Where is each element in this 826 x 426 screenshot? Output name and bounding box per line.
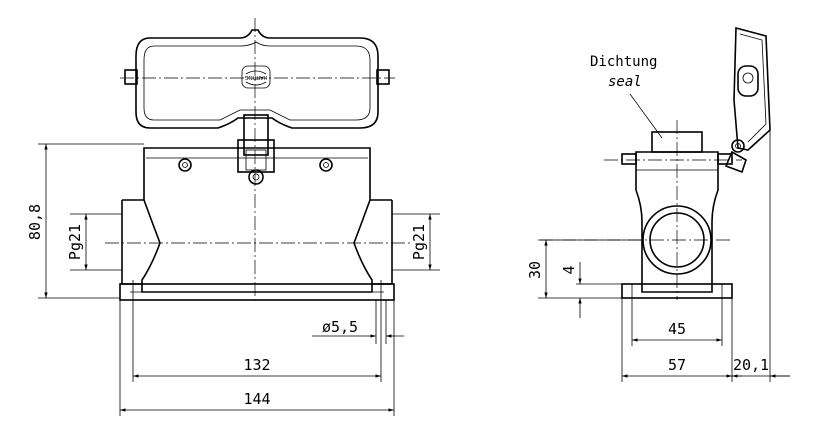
side-base-dim: 57 — [621, 298, 733, 382]
height-label: 80,8 — [26, 204, 44, 240]
flange-dim: 4 — [560, 262, 622, 318]
axis-height-dim: 30 — [526, 239, 642, 299]
side-lid — [724, 26, 771, 174]
length-label: 144 — [243, 390, 270, 408]
side-spacing-label: 45 — [668, 320, 686, 338]
gland-left-label: Pg21 — [66, 224, 84, 260]
height-dim: 80,8 — [26, 143, 144, 299]
flange-label: 4 — [560, 265, 578, 274]
seal-label-en: seal — [608, 74, 642, 90]
side-view: Dichtung seal 30 4 45 — [526, 26, 790, 382]
axis-height-label: 30 — [526, 261, 544, 279]
seal-callout: Dichtung seal — [590, 54, 663, 139]
hole-label: ø5,5 — [322, 318, 358, 336]
hole-dim: ø5,5 — [312, 300, 404, 344]
gland-left-dim: Pg21 — [66, 213, 122, 271]
lid: HARTING — [124, 29, 390, 129]
harting-logo: HARTING — [241, 65, 271, 89]
housing-body — [119, 147, 395, 301]
lock-bracket — [237, 114, 275, 185]
front-view: HARTING — [26, 18, 440, 416]
logo-text: HARTING — [245, 74, 268, 80]
side-base-label: 57 — [668, 356, 686, 374]
spacing-dim: 132 — [132, 300, 382, 382]
gland-right-label: Pg21 — [410, 224, 428, 260]
side-body — [621, 131, 733, 299]
length-dim: 144 — [119, 300, 395, 416]
spacing-label: 132 — [243, 356, 270, 374]
seal-label-de: Dichtung — [590, 54, 657, 70]
lid-offset-dim: 20,1 — [732, 128, 790, 382]
lid-offset-label: 20,1 — [733, 356, 769, 374]
side-spacing-dim: 45 — [631, 298, 723, 346]
gland-right-dim: Pg21 — [392, 213, 440, 271]
